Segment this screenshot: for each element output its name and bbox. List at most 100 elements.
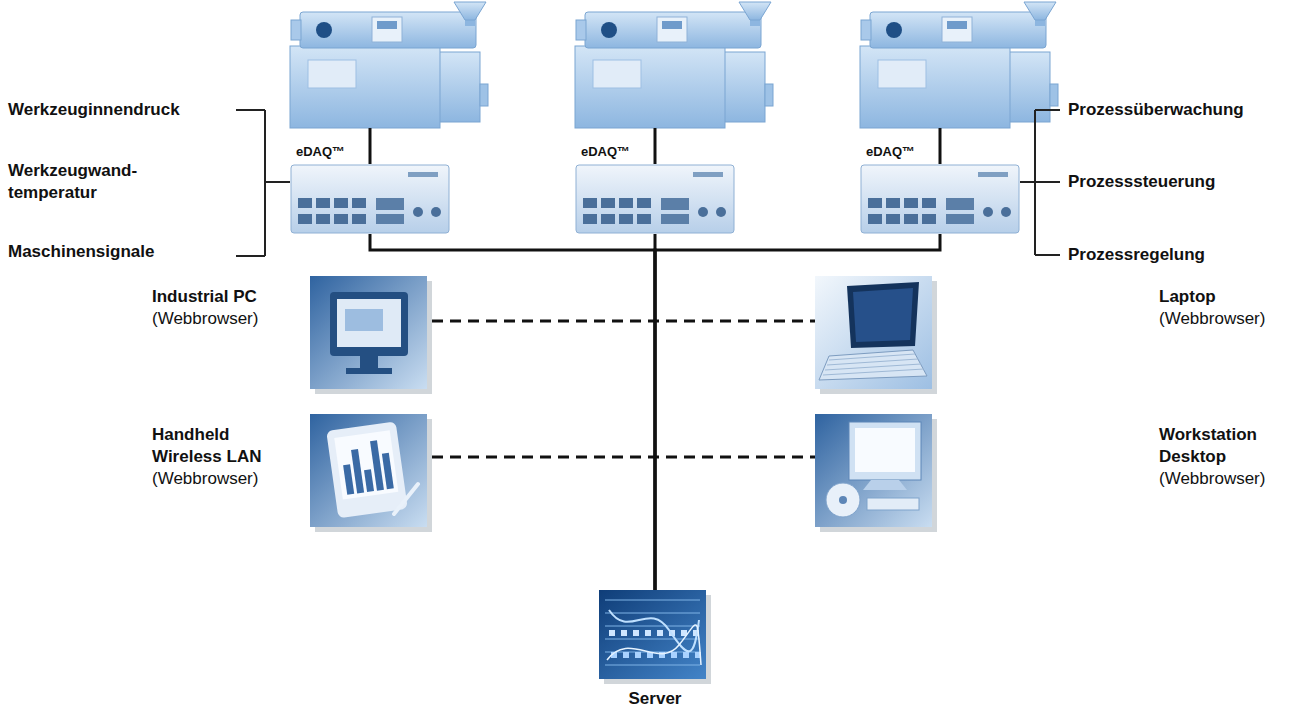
edaq-socket — [983, 207, 993, 217]
chart-bar — [364, 469, 374, 492]
daq-unit: eDAQ™ — [290, 140, 450, 234]
machine-cable — [369, 128, 372, 164]
picture-svg — [290, 164, 450, 234]
machine-window — [308, 60, 356, 88]
daq-unit: eDAQ™ — [575, 140, 735, 234]
rack-line — [605, 665, 700, 666]
edaq-port — [922, 214, 936, 224]
client-device: Handheld Wireless LAN(Webbrowser) — [152, 414, 432, 532]
compact-disc — [826, 483, 860, 517]
machine-tail — [480, 84, 488, 106]
panel-screen — [947, 21, 967, 29]
unit-label: eDAQ™ — [290, 140, 450, 164]
machine-base — [860, 46, 1010, 128]
hopper — [454, 2, 486, 20]
machine-side-unit — [723, 52, 765, 122]
node-note: (Webbrowser) — [152, 308, 282, 330]
edaq-port — [922, 198, 936, 208]
injection-unit — [585, 12, 761, 48]
laptop-keyboard — [819, 350, 927, 380]
edaq-port — [868, 198, 882, 208]
monitor-frame — [849, 422, 921, 480]
device-label: Laptop(Webbrowser) — [1159, 276, 1289, 330]
input-signal-label: Maschinensignale — [8, 241, 154, 263]
rack-line — [605, 613, 700, 614]
edaq-port — [637, 198, 651, 208]
laptop-icon — [815, 276, 937, 394]
rack-port — [645, 630, 651, 636]
edaq-logo — [693, 172, 723, 177]
client-device: Industrial PC(Webbrowser) — [152, 276, 432, 394]
machine-tail — [1050, 84, 1058, 106]
hopper — [739, 2, 771, 20]
monitor-stand — [360, 356, 378, 368]
key-row — [823, 369, 924, 375]
workstation-icon — [815, 414, 937, 532]
bracket-line — [1020, 181, 1035, 183]
icon-ground — [815, 414, 932, 527]
edaq-port — [334, 214, 348, 224]
edaq-port — [601, 214, 615, 224]
edaq-port — [352, 214, 366, 224]
node-title: eDAQ™ — [581, 140, 735, 164]
server-picture — [599, 590, 711, 684]
rack-port — [635, 652, 641, 658]
edaq-icon — [291, 165, 449, 233]
edaq-icon — [861, 165, 1019, 233]
edaq-port — [298, 214, 312, 224]
unit-picture — [290, 164, 450, 234]
icon-ground — [310, 414, 427, 527]
handheld-body — [326, 421, 408, 518]
edaq-port — [946, 214, 974, 224]
edaq-port — [352, 198, 366, 208]
nozzle — [861, 20, 871, 40]
bracket-line — [236, 109, 265, 111]
device-label: Industrial PC(Webbrowser) — [152, 276, 282, 330]
rack-port — [633, 630, 639, 636]
node-title: Industrial PC — [152, 286, 282, 308]
edaq-port — [904, 214, 918, 224]
injection-unit — [300, 12, 476, 48]
key-row — [829, 354, 915, 360]
key-row — [825, 364, 921, 370]
edaq-port — [583, 214, 597, 224]
function-label: Prozesssteuerung — [1068, 171, 1215, 193]
edaq-port — [946, 198, 974, 210]
unit-picture — [575, 164, 735, 234]
panel-screen — [377, 21, 397, 29]
chart-bar — [343, 464, 354, 495]
control-panel — [942, 17, 972, 42]
device-picture — [815, 414, 937, 532]
node-title: eDAQ™ — [866, 140, 1020, 164]
edaq-port — [868, 214, 882, 224]
nozzle — [291, 20, 301, 40]
edaq-socket — [716, 207, 726, 217]
chart-bar — [382, 453, 394, 490]
edaq-port — [376, 214, 404, 224]
rack-port — [609, 630, 615, 636]
wireless-link — [432, 456, 815, 459]
picture-svg — [575, 164, 735, 234]
edaq-port — [637, 214, 651, 224]
rack-port — [683, 652, 689, 658]
unit-picture — [860, 164, 1020, 234]
client-device: Laptop(Webbrowser) — [815, 276, 1289, 394]
node-note: (Webbrowser) — [152, 468, 282, 490]
disc-hole — [839, 496, 847, 504]
machine-cable — [654, 128, 657, 164]
unit-label: eDAQ™ — [575, 140, 735, 164]
edaq-socket — [431, 207, 441, 217]
edaq-housing — [861, 165, 1019, 233]
edaq-port — [886, 198, 900, 208]
pc-icon — [310, 276, 432, 394]
wireless-link — [432, 320, 815, 323]
machine-cable — [939, 128, 942, 164]
edaq-port — [661, 214, 689, 224]
keyboard — [867, 498, 919, 510]
injection-molding-machine — [860, 2, 1058, 128]
edaq-icon — [576, 165, 734, 233]
network-bus — [655, 234, 940, 590]
picture-svg — [815, 276, 937, 394]
edaq-port — [619, 214, 633, 224]
screen-window — [345, 309, 383, 331]
